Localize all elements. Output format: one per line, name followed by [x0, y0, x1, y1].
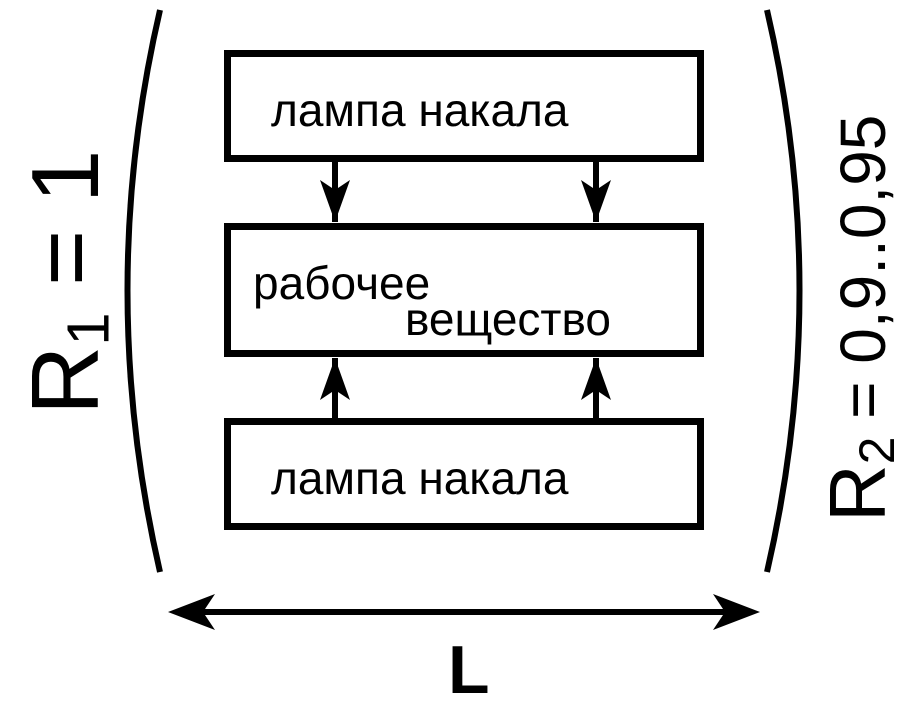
left-mirror-value: = 1 — [12, 149, 119, 313]
right-mirror-index: 2 — [848, 436, 905, 465]
lamp-bottom-box: лампа накала — [224, 418, 704, 530]
medium-label-line1: рабочее — [253, 257, 431, 309]
arrowhead-top-left — [320, 180, 350, 222]
right-mirror-symbol: R — [813, 464, 902, 522]
left-mirror-reflectance: R1 = 1 — [12, 150, 122, 415]
arrowhead-bottom-right — [581, 358, 611, 400]
left-mirror — [124, 9, 163, 573]
working-medium-box: рабочее вещество — [224, 223, 704, 357]
lamp-bottom-label: лампа накала — [271, 452, 569, 504]
length-arrowhead-right — [713, 594, 760, 630]
left-mirror-symbol: R — [12, 345, 119, 415]
medium-label-line2: вещество — [405, 293, 611, 345]
left-mirror-index: 1 — [54, 312, 122, 346]
right-mirror — [764, 9, 803, 573]
arrowhead-bottom-left — [320, 358, 350, 400]
length-arrowhead-left — [168, 594, 215, 630]
resonator-length-label: L — [448, 632, 490, 708]
lamp-top-label: лампа накала — [271, 84, 569, 136]
lamp-top-box: лампа накала — [224, 50, 704, 162]
right-mirror-reflectance: R2 = 0,9..0,95 — [813, 114, 905, 522]
arrowhead-top-right — [581, 180, 611, 222]
right-mirror-value: = 0,9..0,95 — [827, 114, 899, 437]
